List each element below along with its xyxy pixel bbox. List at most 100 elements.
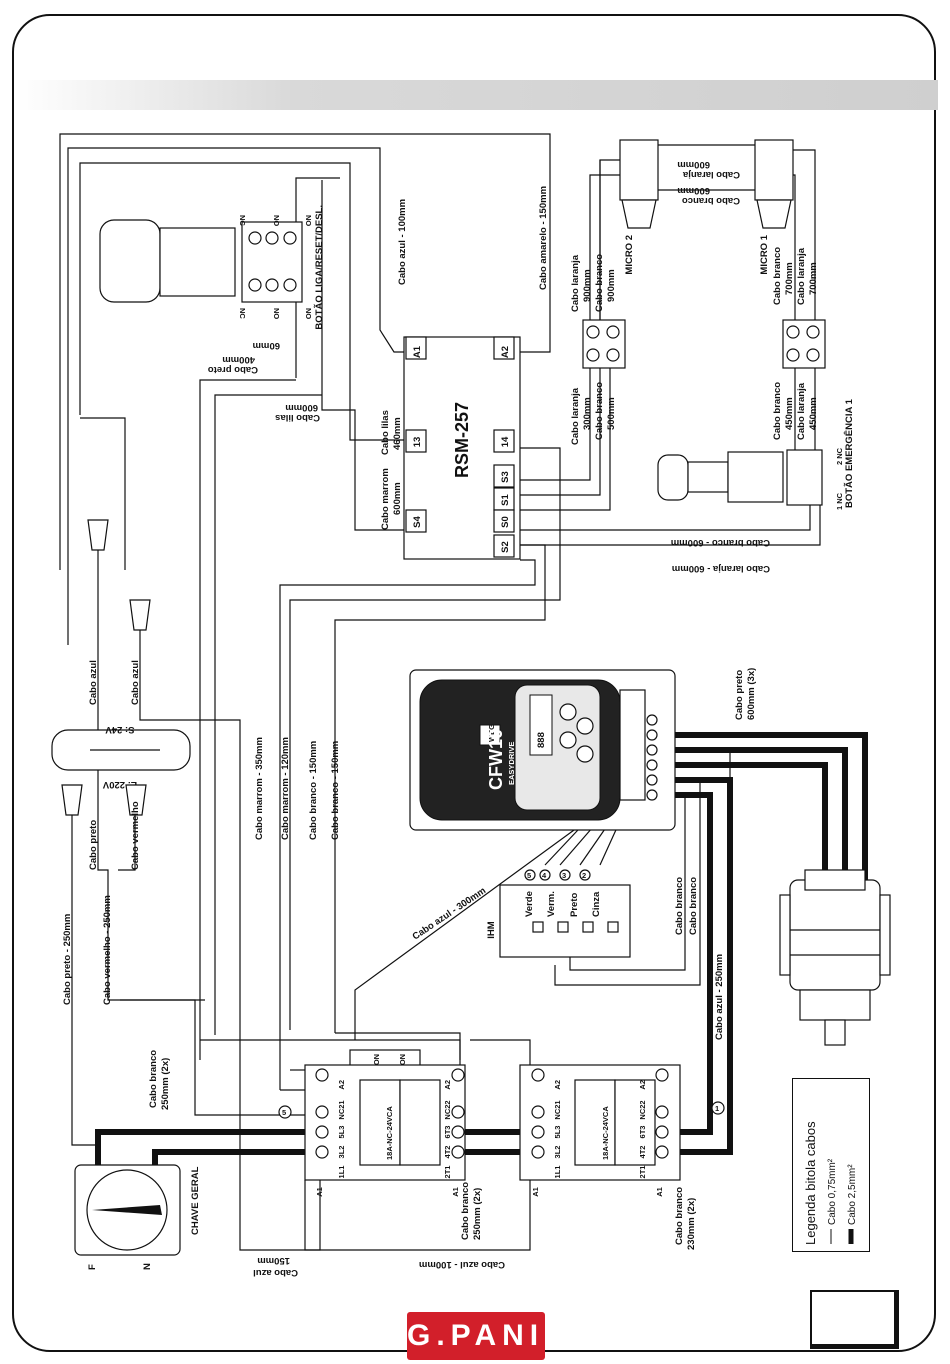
transformer-secondary: S: 24V xyxy=(105,724,135,735)
cable-marrom-120: Cabo marrom - 120mm xyxy=(280,737,291,840)
c2-1l1: 1L1 xyxy=(553,1166,562,1179)
cable-preto-600-3x-b: 600mm (3x) xyxy=(746,668,757,720)
transformer-primary: E: 220V xyxy=(102,779,137,790)
cable-branco-250-2x-a2: 250mm (2x) xyxy=(160,1058,171,1110)
chave-geral-label: CHAVE GERAL xyxy=(190,1166,201,1235)
c2-5l3: 5L3 xyxy=(553,1126,562,1139)
c2-6t3: 6T3 xyxy=(638,1126,647,1139)
cable-branco-450-a: Cabo branco xyxy=(772,382,783,440)
ihm-verde: Verde xyxy=(524,891,535,917)
cable-azul-150-a: Cabo azul xyxy=(253,1267,298,1278)
cable-branco-900-a: Cabo branco xyxy=(594,254,605,312)
rsm-257-controller: A1 A2 13 14 S4 S3 S1 S0 S2 RSM-257 xyxy=(403,336,521,560)
cable-branco-230-2x-a: Cabo branco xyxy=(674,1187,685,1245)
aux-no4: NO4 xyxy=(398,1054,407,1070)
cable-branco-900-b: 900mm xyxy=(606,269,617,302)
c2-r-a2: A2 xyxy=(638,1080,647,1090)
cable-labels: Cabo azul - 100mm Cabo amarelo - 150mm C… xyxy=(62,159,819,1278)
contactor-2-model: 18A-NC-24VCA xyxy=(601,1106,610,1160)
c2-r-a1: A1 xyxy=(655,1187,664,1197)
inverter-display: 888 xyxy=(536,732,547,748)
cable-preto-400-b: 400mm xyxy=(222,354,255,365)
cable-azul-100: Cabo azul - 100mm xyxy=(397,199,408,285)
ihm-num-5: 5 xyxy=(527,871,531,880)
cable-laranja-450-a: Cabo laranja xyxy=(796,382,807,440)
botao-liga-label: BOTÃO LIGA/RESET/DESL. xyxy=(314,205,325,330)
cable-azul-150-b: 150mm xyxy=(257,1255,290,1266)
terminal-a1: A1 xyxy=(412,345,423,358)
emergency-button: BOTÃO EMERGÊNCIA 1 1 NC 2 NC xyxy=(657,398,855,510)
cable-branco-ihm1: Cabo branco xyxy=(674,877,685,935)
no-label-4: NO xyxy=(304,308,313,319)
cable-amarelo-150: Cabo amarelo - 150mm xyxy=(538,186,549,290)
inverter-brand: WEG xyxy=(487,724,496,742)
cable-preto-600-3x-a: Cabo preto xyxy=(734,670,745,720)
cable-branco-500-b: 500mm xyxy=(606,397,617,430)
cable-marrom-600-a: Cabo marrom xyxy=(380,468,391,530)
c1-r-a1: A1 xyxy=(451,1187,460,1197)
cable-branco-600-top-b: 600mm xyxy=(677,185,710,196)
terminal-s2: S2 xyxy=(500,541,511,553)
cable-branco-250-2x-a1: Cabo branco xyxy=(148,1050,159,1108)
legend-thick: Cabo 2,5mm² xyxy=(847,1164,858,1225)
c2-2t1: 2T1 xyxy=(638,1166,647,1179)
no-label-2: NO xyxy=(304,215,313,226)
cable-azul-100b: Cabo azul - 100mm xyxy=(419,1259,505,1270)
c1-3l2: 3L2 xyxy=(337,1146,346,1159)
cable-branco-250-2x-b1: Cabo branco xyxy=(460,1182,471,1240)
brand-logo: G.PANIZ xyxy=(407,1312,562,1360)
c2-a1: A1 xyxy=(531,1187,540,1197)
terminal-s3: S3 xyxy=(500,471,511,483)
cable-vermelho-250: Cabo vermelho - 250mm xyxy=(102,895,113,1005)
cable-branco-600: Cabo branco - 600mm xyxy=(671,537,770,548)
cable-laranja-900-a: Cabo laranja xyxy=(570,254,581,312)
cable-preto-400-a: Cabo preto xyxy=(208,364,258,375)
terminal-s4: S4 xyxy=(412,515,423,527)
cable-laranja-300-a: Cabo laranja xyxy=(570,387,581,445)
cable-branco-150b: Cabo branco - 150mm xyxy=(330,741,341,840)
no-label-3: NO xyxy=(272,308,281,319)
cable-marrom-600-b: 600mm xyxy=(392,482,403,515)
cable-laranja-300-b: 300mm xyxy=(582,397,593,430)
cable-branco-ihm2: Cabo branco xyxy=(688,877,699,935)
ihm-num-3: 3 xyxy=(562,871,566,880)
contactors: NO3 NO4 18A-NC-24VCA 18A-NC-24VCA A2 NC2… xyxy=(278,1049,725,1197)
cable-preto: Cabo preto xyxy=(88,820,99,870)
cable-laranja-900-b: 900mm xyxy=(582,269,593,302)
page-number-box xyxy=(810,1290,899,1349)
ihm-cinza: Cinza xyxy=(591,891,602,917)
cable-branco-500-a: Cabo branco xyxy=(594,382,605,440)
switch-f: F xyxy=(87,1264,98,1270)
terminal-s0: S0 xyxy=(500,516,511,528)
micro-1-label: MICRO 1 xyxy=(759,234,770,274)
cable-lilas-460-a: Cabo lilas xyxy=(380,410,391,455)
terminal-s1: S1 xyxy=(500,493,511,505)
c1-r-a2: A2 xyxy=(443,1080,452,1090)
terminal-13: 13 xyxy=(412,437,423,448)
cable-azul-250: Cabo azul - 250mm xyxy=(714,954,725,1040)
terminal-a2: A2 xyxy=(500,346,511,358)
marker-1: 1 xyxy=(715,1104,719,1113)
cable-legend: Legenda bitola cabos Cabo 0,75mm² Cabo 2… xyxy=(792,1078,870,1252)
ihm-panel: IHM Verde Verm. Preto Cinza 5 4 3 2 xyxy=(486,869,631,958)
ihm-verm: Verm. xyxy=(546,891,557,917)
ihm-num-4: 4 xyxy=(542,871,547,880)
cable-preto-250: Cabo preto - 250mm xyxy=(62,914,73,1005)
cable-azul-b: Cabo azul xyxy=(130,660,141,705)
main-switch: F N CHAVE GERAL xyxy=(74,1164,201,1270)
c2-3l2: 3L2 xyxy=(553,1146,562,1159)
cable-laranja-700-a: Cabo laranja xyxy=(796,247,807,305)
c1-5l3: 5L3 xyxy=(337,1126,346,1139)
c1-6t3: 6T3 xyxy=(443,1126,452,1139)
emergencia-label: BOTÃO EMERGÊNCIA 1 xyxy=(843,398,855,508)
c1-4t2: 4T2 xyxy=(443,1146,452,1159)
c2-nc21: NC21 xyxy=(553,1100,562,1119)
legend-title: Legenda bitola cabos xyxy=(803,1121,818,1245)
nc-label-1: NC xyxy=(238,215,247,226)
cable-laranja-450-b: 450mm xyxy=(808,397,819,430)
cable-branco-150a: Cabo branco - 150mm xyxy=(308,741,319,840)
c1-nc21: NC21 xyxy=(337,1100,346,1119)
cable-branco-700-a: Cabo branco xyxy=(772,247,783,305)
cable-lilas-600-b: 600mm xyxy=(285,402,318,413)
cable-lilas-600-a: Cabo lilas xyxy=(275,412,320,423)
